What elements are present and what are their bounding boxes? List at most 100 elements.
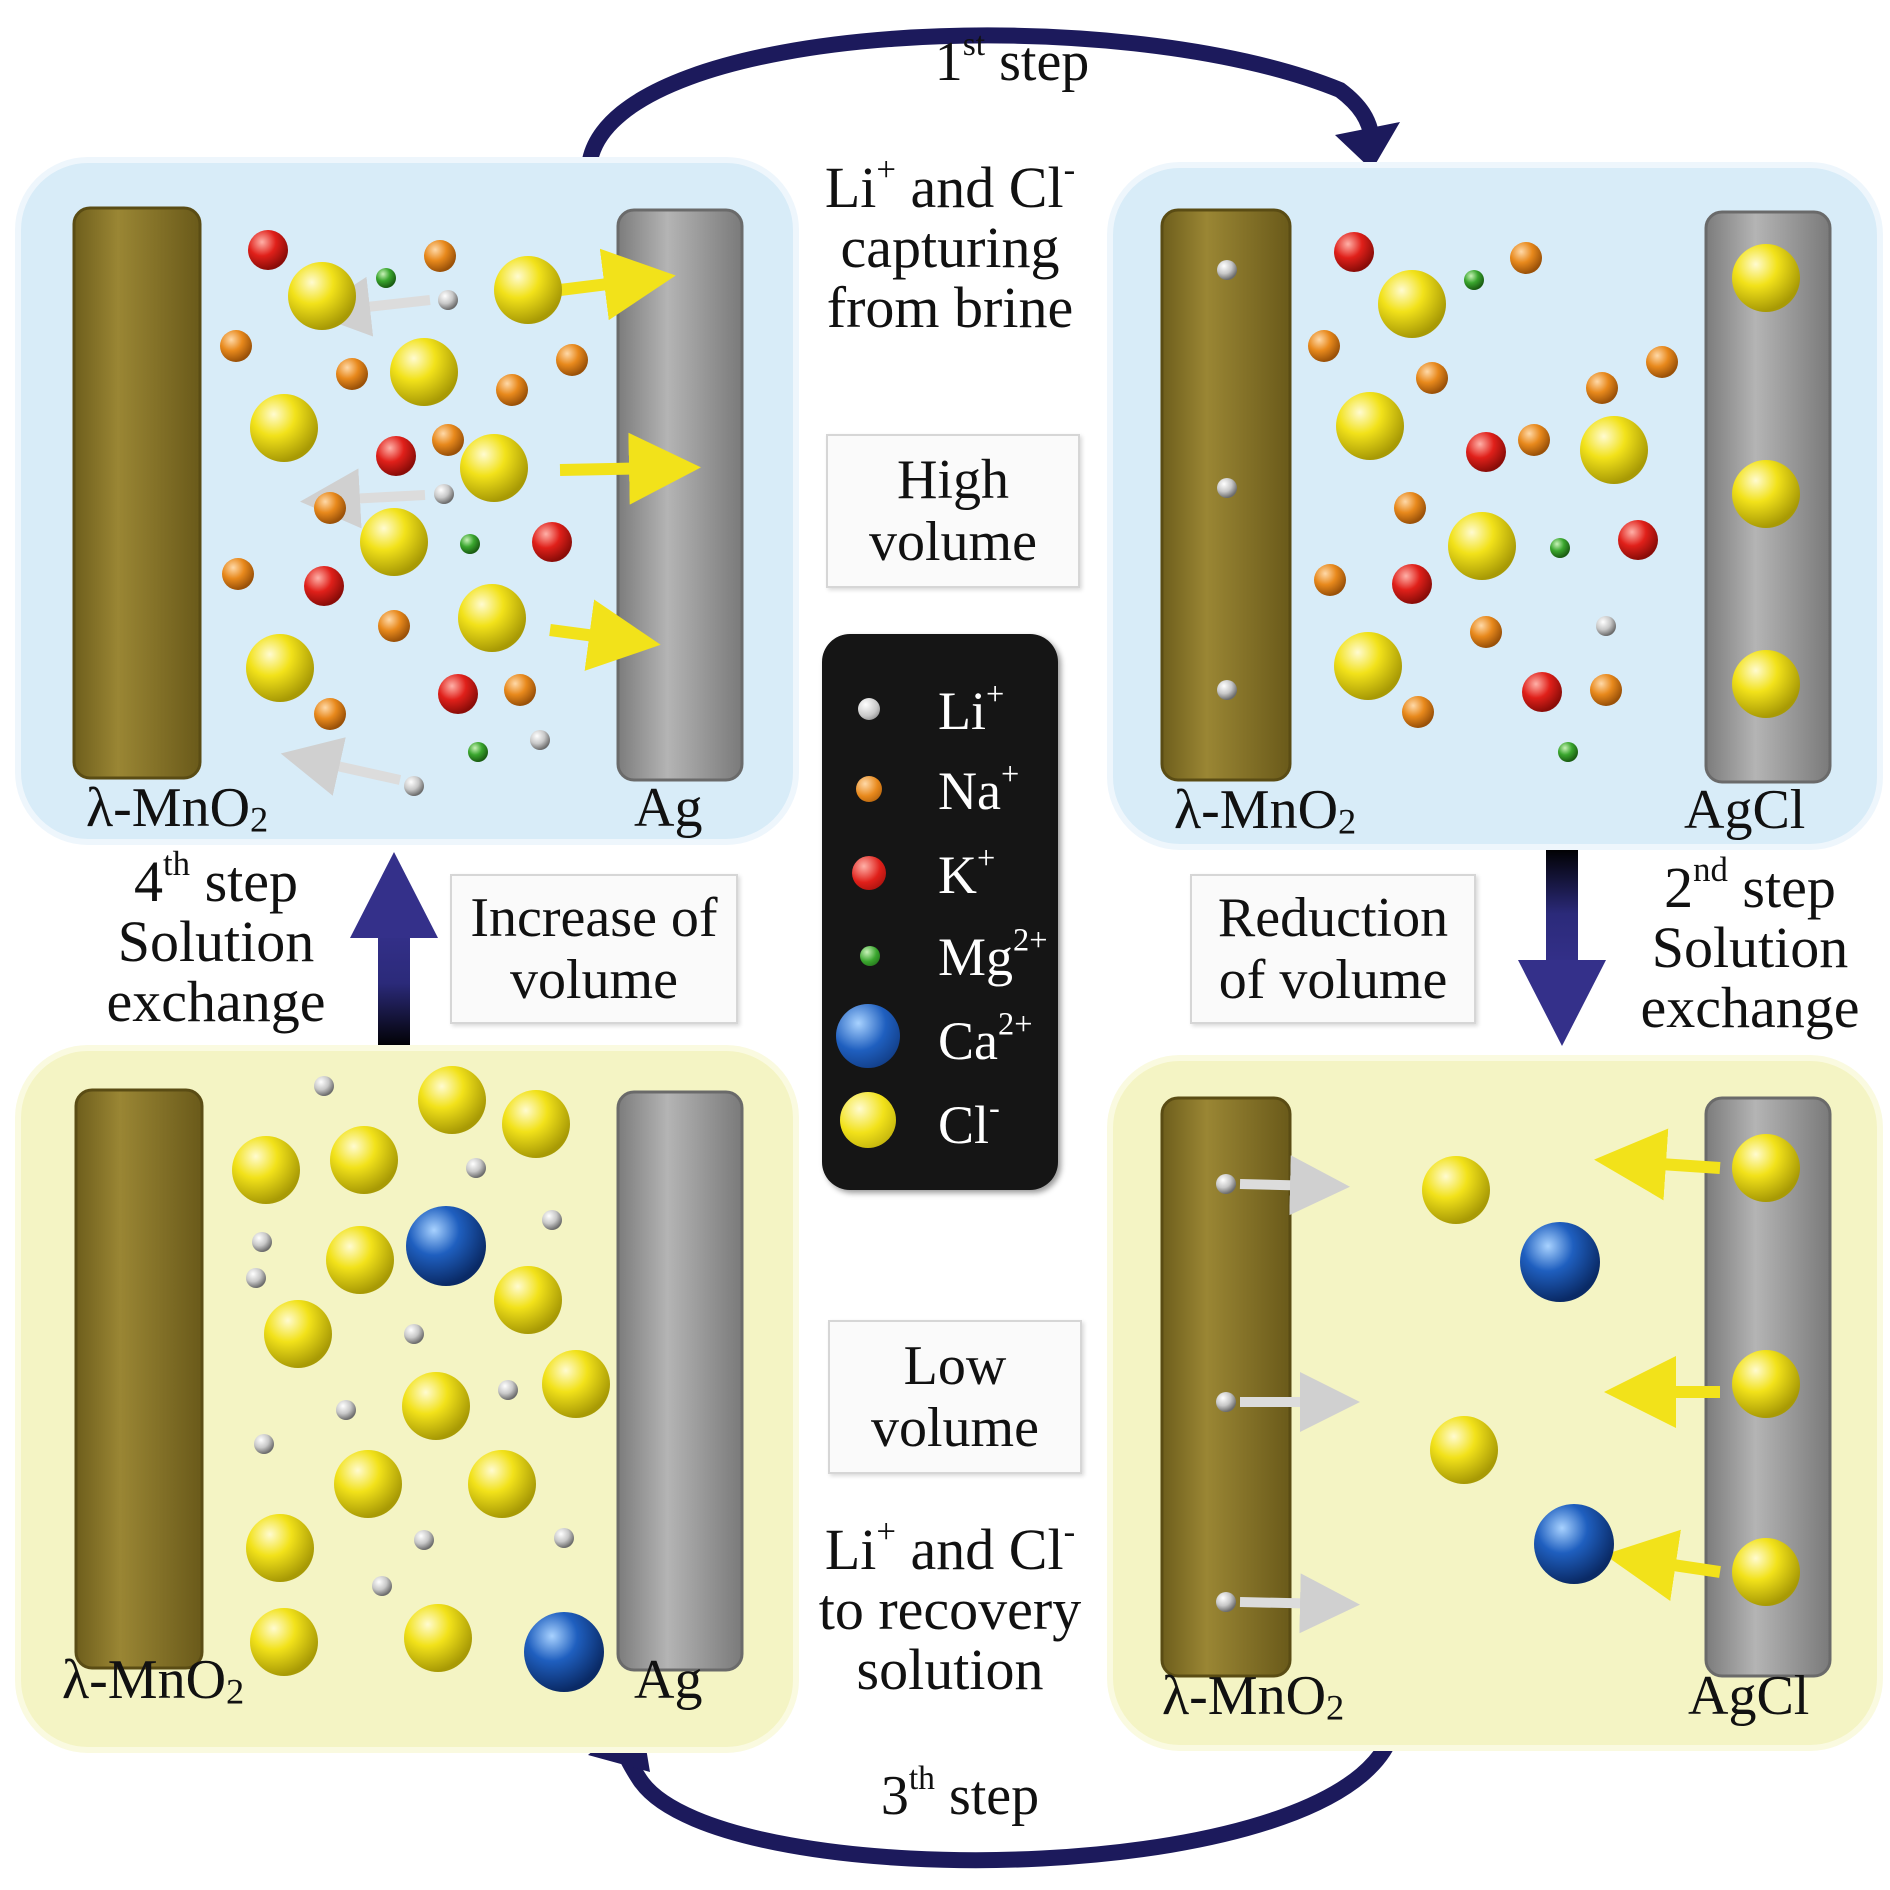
mno2-electrode-bottom-left — [74, 1088, 204, 1670]
mg-ion-sphere — [1558, 742, 1578, 762]
na-ion-sphere — [378, 610, 410, 642]
cl-ion-sphere — [288, 262, 356, 330]
br-mno2-text: λ-MnO — [1162, 1665, 1327, 1727]
capture-and-cl: and Cl — [896, 155, 1064, 220]
na-ion-sphere — [1308, 330, 1340, 362]
k-ion-icon — [852, 856, 886, 890]
li-ion-sphere — [530, 730, 550, 750]
tr-mno2-sub: 2 — [1338, 801, 1357, 842]
step2-line3: exchange — [1640, 975, 1860, 1040]
ca-ion-sphere — [524, 1612, 604, 1692]
legend-label-na: Na+ — [938, 756, 1020, 821]
recovery-cl-charge: - — [1063, 1511, 1076, 1551]
li-ion-sphere — [1216, 1592, 1236, 1612]
li-ion-sphere — [314, 1076, 334, 1096]
na-ion-sphere — [1646, 346, 1678, 378]
legend-label-ca: Ca2+ — [938, 1006, 1033, 1071]
tr-agcl-text: AgCl — [1684, 779, 1806, 841]
cl-ion-sphere — [1430, 1416, 1498, 1484]
na-ion-sphere — [432, 424, 464, 456]
cl-ion-sphere — [1732, 460, 1800, 528]
li-ion-sphere — [336, 1400, 356, 1420]
k-ion-sphere — [532, 522, 572, 562]
k-ion-sphere — [438, 674, 478, 714]
low-volume-line1: Low — [903, 1335, 1007, 1397]
cl-ion-sphere — [390, 338, 458, 406]
bl-mno2-label: λ-MnO2 — [62, 1652, 245, 1712]
step2-suffix: nd — [1693, 849, 1728, 889]
step2-line2: Solution — [1651, 915, 1849, 980]
cl-ion-sphere — [1732, 1134, 1800, 1202]
capture-line2: capturing — [840, 215, 1060, 280]
capture-line3: from brine — [826, 275, 1074, 340]
li-ion-sphere — [254, 1434, 274, 1454]
li-ion-sphere — [372, 1576, 392, 1596]
step4-line3: exchange — [106, 969, 326, 1034]
k-ion-sphere — [1522, 672, 1562, 712]
mno2-electrode-bottom-right — [1160, 1096, 1292, 1678]
legend-label-li: Li+ — [938, 676, 1005, 741]
tl-ag-text: Ag — [634, 777, 703, 839]
step3-word: step — [934, 1765, 1040, 1827]
cl-ion-sphere — [246, 1514, 314, 1582]
k-ion-sphere — [1392, 564, 1432, 604]
capture-text: Li+ and Cl- capturing from brine — [800, 152, 1100, 340]
li-ion-sphere — [1217, 478, 1237, 498]
tr-mno2-label: λ-MnO2 — [1174, 779, 1357, 842]
cl-ion-sphere — [460, 434, 528, 502]
k-ion-sphere — [1334, 232, 1374, 272]
panel-top-left — [15, 157, 799, 845]
step1-label: 1st step — [912, 28, 1112, 90]
cl-ion-sphere — [330, 1126, 398, 1194]
na-ion-sphere — [1416, 362, 1448, 394]
k-ion-sphere — [248, 230, 288, 270]
na-ion-sphere — [556, 344, 588, 376]
na-ion-sphere — [1402, 696, 1434, 728]
step4-word: step — [190, 849, 298, 914]
step3-suffix: th — [908, 1759, 935, 1797]
panel-top-right — [1107, 162, 1883, 850]
legend-item-ca: Ca2+ — [822, 1002, 1058, 1072]
na-ion-sphere — [496, 374, 528, 406]
cl-ion-sphere — [1336, 392, 1404, 460]
legend-item-k: K+ — [822, 836, 1058, 906]
li-ion-sphere — [404, 776, 424, 796]
step4-suffix: th — [162, 843, 191, 883]
cl-ion-sphere — [542, 1350, 610, 1418]
bl-mno2-sub: 2 — [226, 1671, 245, 1712]
tl-mno2-text: λ-MnO — [86, 777, 251, 839]
br-mno2-label: λ-MnO2 — [1162, 1665, 1344, 1727]
legend-item-cl: Cl- — [822, 1086, 1058, 1156]
li-ion-sphere — [1216, 1392, 1236, 1412]
arrow-step4-up — [350, 852, 438, 1048]
na-ion-sphere — [1314, 564, 1346, 596]
na-ion-sphere — [1470, 616, 1502, 648]
cl-ion-sphere — [232, 1136, 300, 1204]
recovery-line2: to recovery — [818, 1577, 1082, 1642]
li-ion-sphere — [542, 1210, 562, 1230]
ion-legend: Li+ Na+ K+ Mg2+ Ca2+ Cl- — [822, 634, 1058, 1190]
arrow-step2-down — [1518, 848, 1606, 1046]
reduction-line1: Reduction — [1217, 887, 1449, 949]
legend-item-li: Li+ — [822, 672, 1058, 742]
ag-electrode-top-left — [616, 208, 744, 782]
cl-ion-sphere — [334, 1450, 402, 1518]
cl-ion-sphere — [1732, 1538, 1800, 1606]
increase-line1: Increase of — [470, 887, 718, 949]
ca-ion-sphere — [1534, 1504, 1614, 1584]
cl-ion-sphere — [502, 1090, 570, 1158]
cl-ion-sphere — [360, 508, 428, 576]
mg-ion-sphere — [468, 742, 488, 762]
cl-ion-sphere — [246, 634, 314, 702]
step3-label: 3th step — [850, 1762, 1070, 1827]
cl-ion-icon — [840, 1092, 896, 1148]
step3-number: 3 — [880, 1765, 909, 1827]
tr-mno2-text: λ-MnO — [1174, 779, 1339, 841]
cl-ion-sphere — [1732, 1350, 1800, 1418]
li-ion-icon — [858, 698, 880, 720]
legend-label-mg: Mg2+ — [938, 922, 1048, 987]
li-ion-sphere — [252, 1232, 272, 1252]
cl-ion-sphere — [458, 584, 526, 652]
